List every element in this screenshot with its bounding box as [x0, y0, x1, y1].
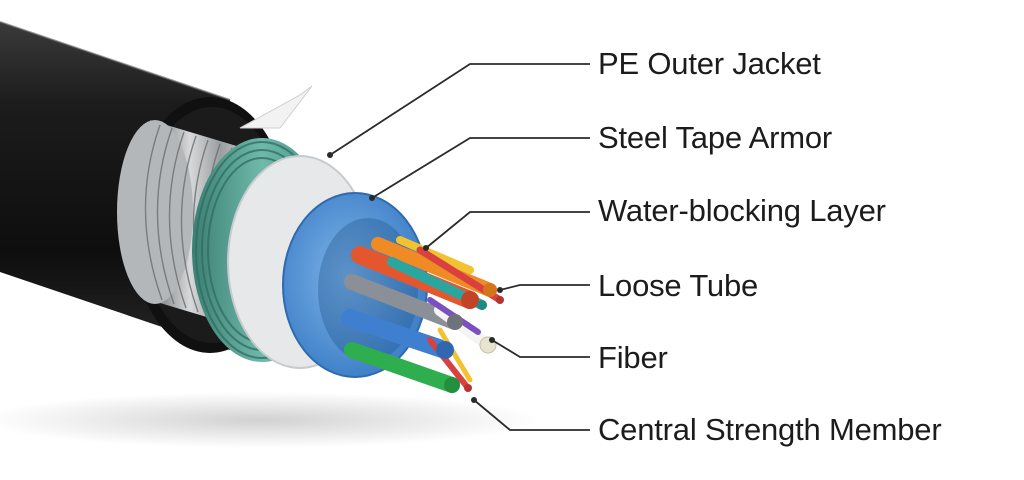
label-loose-tube: Loose Tube [598, 268, 759, 303]
label-central-strength-member: Central Strength Member [598, 412, 942, 447]
label-pe-outer-jacket: PE Outer Jacket [598, 46, 821, 81]
leader-dots [327, 152, 503, 403]
fiber-tips [436, 283, 504, 393]
leader-line-loose-tube [499, 284, 590, 291]
fiber-bundle [341, 236, 504, 393]
label-steel-tape-armor: Steel Tape Armor [598, 120, 833, 155]
label-water-blocking-layer: Water-blocking Layer [598, 193, 886, 228]
leader-line-central-strength-member [473, 399, 590, 431]
leader-line-pe-outer-jacket [329, 63, 590, 156]
label-fiber: Fiber [598, 340, 668, 375]
leader-line-steel-tape-armor [371, 137, 590, 199]
floor-shadow [0, 392, 540, 448]
leader-line-fiber [491, 339, 590, 358]
leader-lines [329, 63, 590, 431]
leader-line-water-blocking-layer [425, 211, 590, 249]
